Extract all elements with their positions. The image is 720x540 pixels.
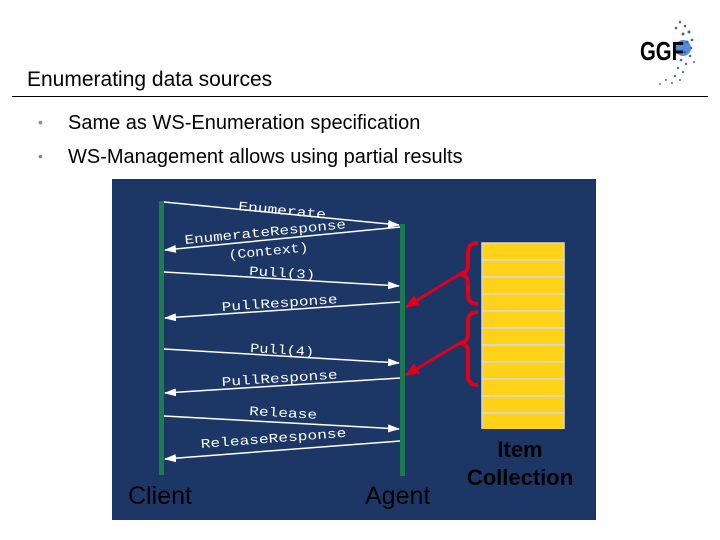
logo-text: GGF	[640, 36, 684, 66]
arrow-enumerate	[163, 201, 400, 228]
title-divider	[12, 96, 708, 97]
bullet-dot-icon: •	[38, 114, 43, 130]
collection-item	[481, 412, 565, 431]
collection-item	[481, 276, 565, 295]
client-label: Client	[128, 482, 192, 510]
msg-pull-3: Pull(3)	[249, 264, 316, 283]
agent-lifeline	[400, 224, 405, 476]
arrow-pull-3	[163, 271, 400, 290]
collection-label-line-2: Collection	[466, 465, 574, 490]
msg-release: Release	[249, 404, 318, 423]
bullet-item: • Same as WS-Enumeration specification	[38, 107, 463, 141]
collection-item	[481, 259, 565, 278]
red-arrow-pull-4	[405, 341, 461, 377]
bullet-text: Same as WS-Enumeration specification	[68, 112, 421, 134]
slide-title: Enumerating data sources	[27, 68, 273, 91]
collection-item	[481, 344, 565, 363]
collection-item	[481, 327, 565, 346]
collection-item	[481, 310, 565, 329]
bullet-dot-icon: •	[38, 148, 43, 164]
client-lifeline	[159, 201, 164, 475]
collection-label-line-1: Item	[497, 437, 543, 462]
collection-item	[481, 378, 565, 397]
agent-label: Agent	[365, 482, 431, 510]
bullet-list: • Same as WS-Enumeration specification • W…	[38, 107, 463, 175]
msg-pull-4: Pull(4)	[250, 341, 315, 360]
arrow-release	[163, 415, 400, 433]
bullet-item: • WS-Management allows using partial resu…	[38, 141, 463, 175]
arrow-pull-4	[163, 348, 400, 367]
collection-item	[481, 242, 565, 261]
bullet-text: WS-Management allows using partial resul…	[68, 146, 463, 168]
arrow-pull-response-3	[164, 301, 401, 322]
arrow-pull-response-4	[164, 377, 401, 397]
collection-item	[481, 395, 565, 414]
collection-label-bg	[447, 429, 596, 520]
collection-item	[481, 293, 565, 312]
arrow-enumerate-response	[164, 226, 401, 253]
ggf-logo-icon: GGF	[640, 20, 695, 85]
arrow-release-response	[164, 440, 401, 463]
msg-pull-response-4: PullResponse	[221, 368, 338, 390]
red-arrow-pull-3	[405, 272, 461, 309]
collection-item	[481, 361, 565, 380]
sequence-diagram: Enumerate EnumerateResponse (Context) Pu…	[112, 179, 596, 520]
